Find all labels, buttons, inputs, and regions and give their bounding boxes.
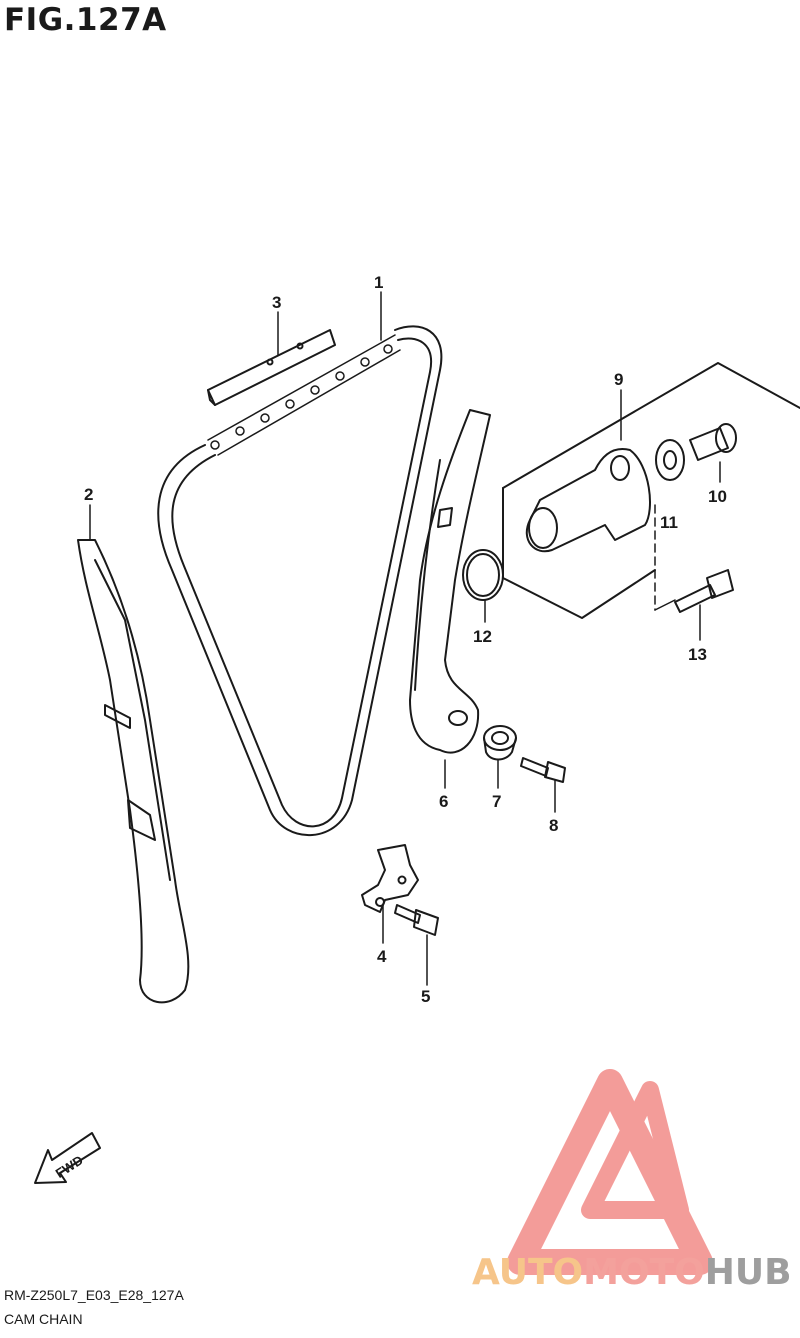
watermark-text: AUTOMOTOHUB xyxy=(472,1252,792,1293)
diagram-code: RM-Z250L7_E03_E28_127A xyxy=(4,1287,184,1303)
callout-5: 5 xyxy=(421,987,430,1006)
tensioner-assembly-box xyxy=(502,362,800,619)
upper-chain-guide xyxy=(207,329,336,406)
callout-11: 11 xyxy=(660,513,678,532)
callout-8: 8 xyxy=(549,816,558,835)
fwd-direction-arrow xyxy=(34,1132,101,1184)
collar xyxy=(483,725,517,761)
callout-3: 3 xyxy=(272,293,281,312)
callout-4: 4 xyxy=(377,947,387,966)
figure-title: FIG.127A xyxy=(4,2,167,38)
callout-12: 12 xyxy=(473,627,492,646)
watermark-moto: MOTO xyxy=(583,1252,705,1293)
callout-9: 9 xyxy=(614,370,623,389)
callout-2: 2 xyxy=(84,485,93,504)
plug-bolt xyxy=(689,423,737,461)
o-ring xyxy=(462,549,504,601)
watermark-logo xyxy=(507,1069,713,1275)
callout-6: 6 xyxy=(439,792,448,811)
chain-guide-left xyxy=(77,539,190,1004)
callout-7: 7 xyxy=(492,792,501,811)
bolt-5 xyxy=(394,904,439,936)
cam-chain xyxy=(157,325,443,836)
chain-tensioner-arm xyxy=(409,409,491,754)
callout-10: 10 xyxy=(708,487,727,506)
watermark-hub: HUB xyxy=(704,1252,792,1293)
callout-1: 1 xyxy=(374,273,383,292)
bolt-8 xyxy=(520,757,566,783)
gasket-washer xyxy=(655,439,685,481)
bracket xyxy=(361,844,419,913)
diagram-name: CAM CHAIN xyxy=(4,1311,83,1327)
bolt-13 xyxy=(674,569,734,613)
chain-links xyxy=(207,334,401,456)
watermark-auto: AUTO xyxy=(472,1252,584,1293)
callout-13: 13 xyxy=(688,645,707,664)
leader-lines xyxy=(89,291,721,986)
